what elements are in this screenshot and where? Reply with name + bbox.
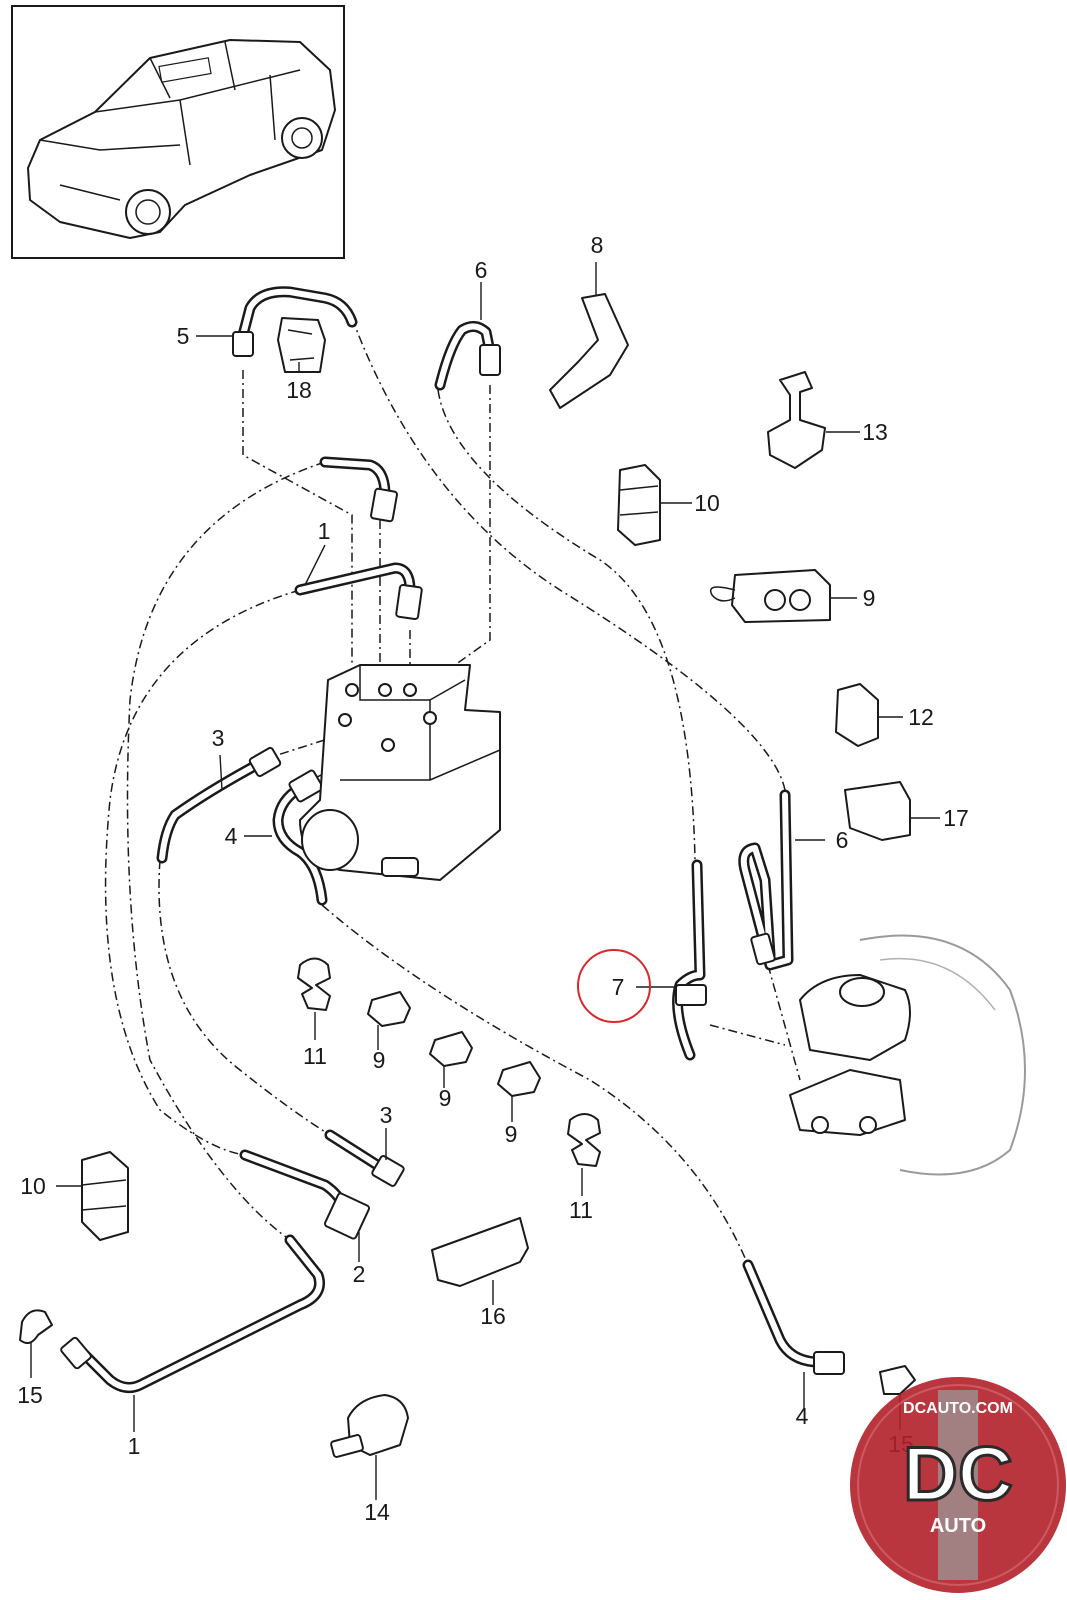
watermark-mark: DC [903, 1432, 1013, 1517]
pipe-fittings [60, 331, 845, 1375]
callout-13: 13 [862, 419, 888, 445]
callout-9-c: 9 [505, 1121, 518, 1147]
callout-8: 9 [863, 585, 876, 611]
callout-6-highlighted: 7 [612, 974, 625, 1000]
routing-lines [104, 317, 801, 1266]
dcauto-watermark-badge: DCAUTO.COM DC AUTO [850, 1377, 1066, 1593]
callout-5-lower: 6 [836, 827, 849, 853]
callout-17: 17 [943, 805, 969, 831]
callout-4-upper: 4 [225, 823, 238, 849]
callout-1-upper: 1 [318, 518, 331, 544]
callouts: 5 18 6 8 13 10 9 1 12 3 17 4 6 7 11 9 9 … [17, 232, 969, 1525]
callout-3-lower: 3 [380, 1102, 393, 1128]
callout-9-b: 9 [439, 1085, 452, 1111]
callout-7: 8 [591, 232, 604, 258]
callout-11-lower: 11 [569, 1197, 593, 1223]
callout-16: 16 [480, 1303, 506, 1329]
highlight-circle [577, 949, 651, 1023]
brake-booster [789, 934, 1026, 1176]
callout-10-lower: 10 [20, 1173, 46, 1199]
callout-18: 18 [286, 377, 312, 403]
watermark-site: DCAUTO.COM [903, 1400, 1013, 1417]
callout-6-upper: 6 [475, 257, 488, 283]
callout-14: 14 [364, 1499, 390, 1525]
callout-2: 2 [353, 1261, 366, 1287]
callout-11-upper: 11 [303, 1043, 327, 1069]
callout-5-upper: 5 [177, 323, 190, 349]
watermark-sub: AUTO [930, 1515, 986, 1537]
callout-15-left: 15 [17, 1382, 43, 1408]
callout-12: 12 [908, 704, 934, 730]
vehicle-inset [11, 5, 345, 259]
small-parts [19, 293, 916, 1458]
callout-4-lower: 4 [796, 1403, 809, 1429]
callout-9-a: 9 [373, 1047, 386, 1073]
callout-3-upper: 3 [212, 725, 225, 751]
abs-unit [299, 664, 501, 881]
callout-10-upper: 10 [694, 490, 720, 516]
callout-1-lower: 1 [128, 1433, 141, 1459]
